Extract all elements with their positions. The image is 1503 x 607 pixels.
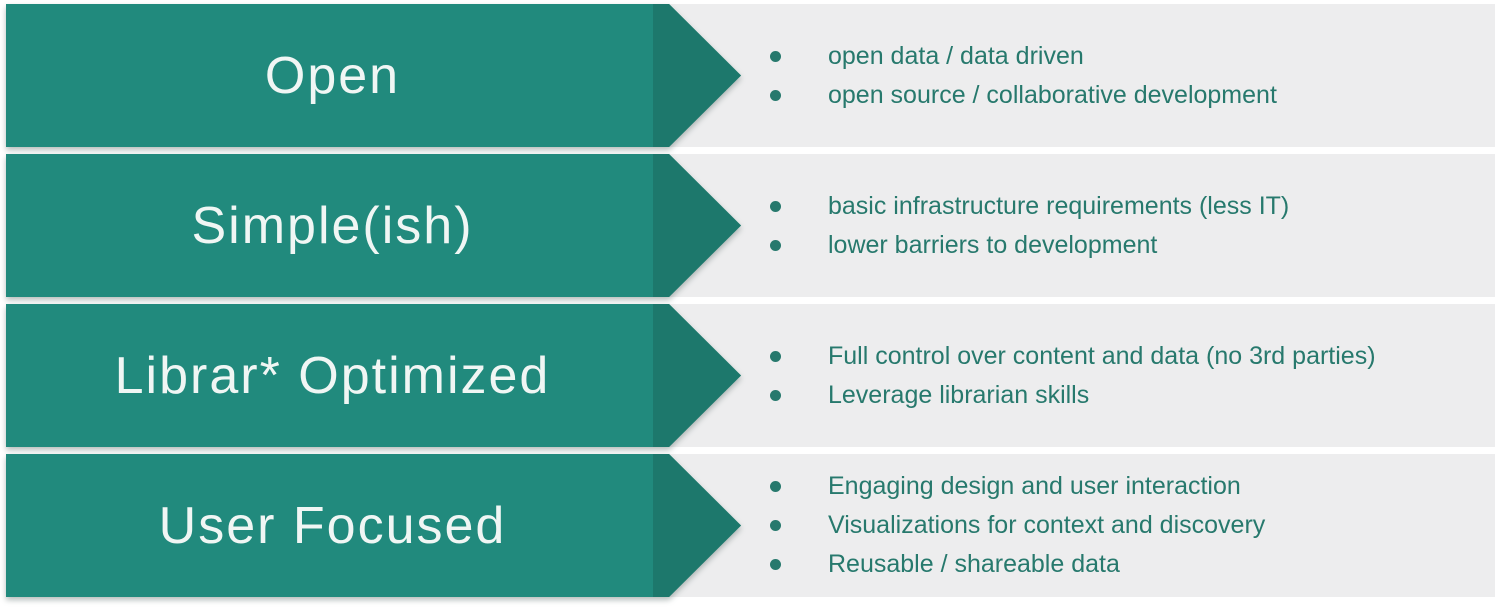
arrow-banner: User Focused bbox=[6, 454, 741, 597]
bullet-list: Full control over content and data (no 3… bbox=[756, 304, 1483, 447]
bullet-dot-icon bbox=[770, 89, 781, 101]
arrow-head bbox=[653, 4, 741, 147]
bullet-list: basic infrastructure requirements (less … bbox=[756, 154, 1483, 297]
list-item: open data / data driven bbox=[756, 37, 1483, 76]
bullet-dot-icon bbox=[770, 520, 781, 531]
bullet-dot-icon bbox=[770, 50, 781, 62]
arrow-head bbox=[653, 304, 741, 447]
bullet-text: basic infrastructure requirements (less … bbox=[828, 191, 1290, 220]
list-item: Leverage librarian skills bbox=[756, 376, 1483, 415]
bullet-text: lower barriers to development bbox=[828, 230, 1158, 259]
list-item: Full control over content and data (no 3… bbox=[756, 337, 1483, 376]
arrow-row-librar-optimized: Librar* Optimized Full control over cont… bbox=[6, 304, 1495, 447]
banner-title: Librar* Optimized bbox=[114, 346, 551, 405]
bullet-dot-icon bbox=[770, 239, 781, 251]
list-item: Visualizations for context and discovery bbox=[756, 506, 1483, 545]
bullet-text: open data / data driven bbox=[828, 41, 1084, 70]
arrow-head bbox=[653, 154, 741, 297]
list-item: basic infrastructure requirements (less … bbox=[756, 187, 1483, 226]
bullet-dot-icon bbox=[770, 559, 781, 570]
banner-title: Open bbox=[264, 46, 401, 105]
list-item: Reusable / shareable data bbox=[756, 545, 1483, 584]
bullet-text: Full control over content and data (no 3… bbox=[828, 341, 1376, 370]
arrow-head bbox=[653, 454, 741, 597]
arrow-shape: Simple(ish) bbox=[6, 154, 741, 297]
arrow-shape: Open bbox=[6, 4, 741, 147]
bullet-dot-icon bbox=[770, 389, 781, 401]
arrow-banner: Librar* Optimized bbox=[6, 304, 741, 447]
bullet-text: Leverage librarian skills bbox=[828, 380, 1090, 409]
bullet-dot-icon bbox=[770, 350, 781, 362]
arrow-row-list: Open open data / data driven open source… bbox=[6, 4, 1495, 597]
bullet-text: Reusable / shareable data bbox=[828, 550, 1120, 578]
bullet-text: open source / collaborative development bbox=[828, 80, 1277, 109]
arrow-row-user-focused: User Focused Engaging design and user in… bbox=[6, 454, 1495, 597]
bullet-list: open data / data driven open source / co… bbox=[756, 4, 1483, 147]
bullet-text: Visualizations for context and discovery bbox=[828, 511, 1266, 539]
bullet-list: Engaging design and user interaction Vis… bbox=[756, 454, 1483, 597]
arrow-shape: User Focused bbox=[6, 454, 741, 597]
arrow-banner: Simple(ish) bbox=[6, 154, 741, 297]
banner-title: Simple(ish) bbox=[191, 196, 474, 255]
arrow-banner: Open bbox=[6, 4, 741, 147]
list-item: lower barriers to development bbox=[756, 226, 1483, 265]
bullet-dot-icon bbox=[770, 481, 781, 492]
list-item: open source / collaborative development bbox=[756, 76, 1483, 115]
arrow-shape: Librar* Optimized bbox=[6, 304, 741, 447]
banner-title: User Focused bbox=[158, 496, 507, 555]
arrow-row-simple: Simple(ish) basic infrastructure require… bbox=[6, 154, 1495, 297]
arrow-row-open: Open open data / data driven open source… bbox=[6, 4, 1495, 147]
list-item: Engaging design and user interaction bbox=[756, 467, 1483, 506]
bullet-dot-icon bbox=[770, 200, 781, 212]
bullet-text: Engaging design and user interaction bbox=[828, 472, 1241, 500]
